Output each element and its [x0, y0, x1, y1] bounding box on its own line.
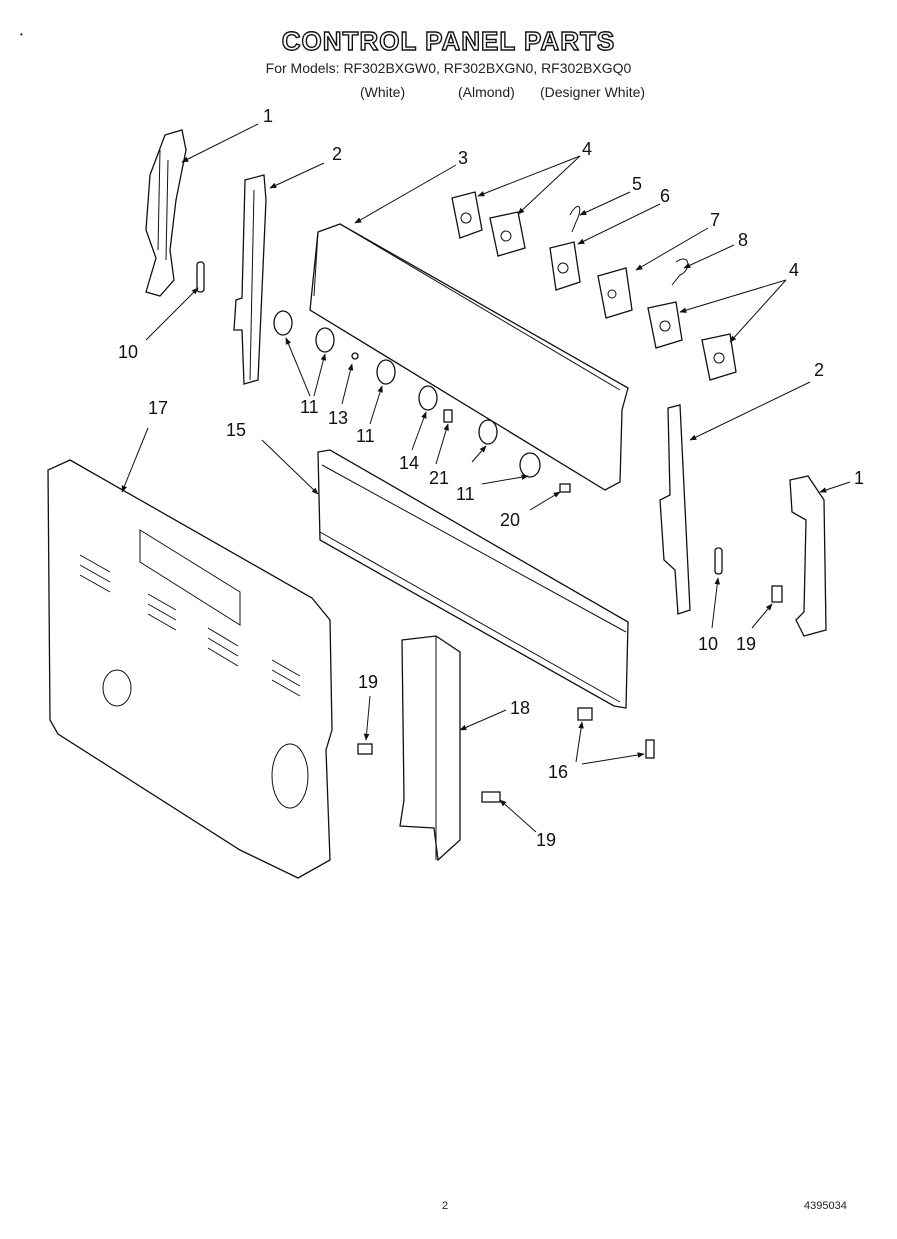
part-21-screw [443, 409, 453, 423]
part-19-screw-right [771, 585, 783, 603]
part-8-wire [671, 258, 689, 286]
part-19-screw-mid [357, 743, 373, 755]
part-4-switch-d [701, 333, 737, 381]
callout-11-a: 11 [300, 397, 319, 417]
part-11-knob-1 [273, 310, 293, 336]
part-15-trim [317, 449, 629, 709]
part-10-clip-left [196, 261, 205, 293]
part-18-brace [399, 635, 461, 862]
callout-13: 13 [328, 408, 348, 428]
callout-3: 3 [458, 148, 468, 168]
part-11-knob-5 [519, 452, 541, 478]
part-17-back-panel [47, 459, 333, 879]
callout-10-right: 10 [698, 634, 718, 654]
part-1-end-cap-right [789, 475, 827, 637]
part-7-switch [597, 267, 633, 319]
page-title: CONTROL PANEL PARTS [281, 25, 616, 56]
part-11-knob-3 [376, 359, 396, 385]
part-5-wire [569, 205, 581, 233]
part-16-screw-b [645, 739, 655, 759]
part-3-control-panel [309, 223, 629, 491]
callout-5: 5 [632, 174, 642, 194]
leader-lines [121, 123, 851, 833]
page-number: 2 [442, 1200, 449, 1212]
part-2-side-bracket-left [233, 174, 267, 385]
part-4-switch-a [451, 191, 483, 239]
callout-11-b: 11 [356, 426, 375, 446]
part-1-end-cap-left [145, 129, 187, 297]
part-6-switch [549, 241, 581, 291]
part-20-screw [559, 483, 571, 493]
callout-11-c: 11 [456, 484, 475, 504]
callout-2-right: 2 [814, 360, 824, 380]
callout-21: 21 [429, 468, 449, 488]
part-16-screw-a [577, 707, 593, 721]
color-designer-white: (Designer White) [540, 84, 646, 100]
callout-16: 16 [548, 762, 568, 782]
callout-19-right: 19 [736, 634, 756, 654]
callout-1-left: 1 [263, 106, 273, 126]
callout-4-right: 4 [789, 260, 799, 280]
callout-20: 20 [500, 510, 520, 530]
callout-1-right: 1 [854, 468, 864, 488]
document-number: 4395034 [804, 1200, 847, 1212]
part-11-knob-4 [478, 419, 498, 445]
part-4-switch-c [647, 301, 683, 349]
callout-19-mid: 19 [358, 672, 378, 692]
callout-14: 14 [399, 453, 419, 473]
callout-2-left: 2 [332, 144, 342, 164]
callout-18: 18 [510, 698, 530, 718]
model-list: For Models: RF302BXGW0, RF302BXGN0, RF30… [265, 60, 632, 76]
part-14-knob [418, 385, 438, 411]
callout-8: 8 [738, 230, 748, 250]
color-white: (White) [360, 84, 406, 100]
color-almond: (Almond) [458, 84, 515, 100]
part-10-clip-right [714, 547, 723, 575]
callout-15: 15 [226, 420, 246, 440]
part-19-screw-bottom [481, 791, 501, 803]
callout-19-bottom: 19 [536, 830, 556, 850]
callout-4-top: 4 [582, 139, 592, 159]
callout-6: 6 [660, 186, 670, 206]
part-13-screw [351, 352, 359, 360]
part-11-knob-2 [315, 327, 335, 353]
callout-7: 7 [710, 210, 720, 230]
stray-mark: • [20, 30, 23, 39]
part-4-switch-b [489, 211, 526, 257]
callout-10-left: 10 [118, 342, 138, 362]
part-2-side-bracket-right [659, 404, 691, 615]
callout-17: 17 [148, 398, 168, 418]
